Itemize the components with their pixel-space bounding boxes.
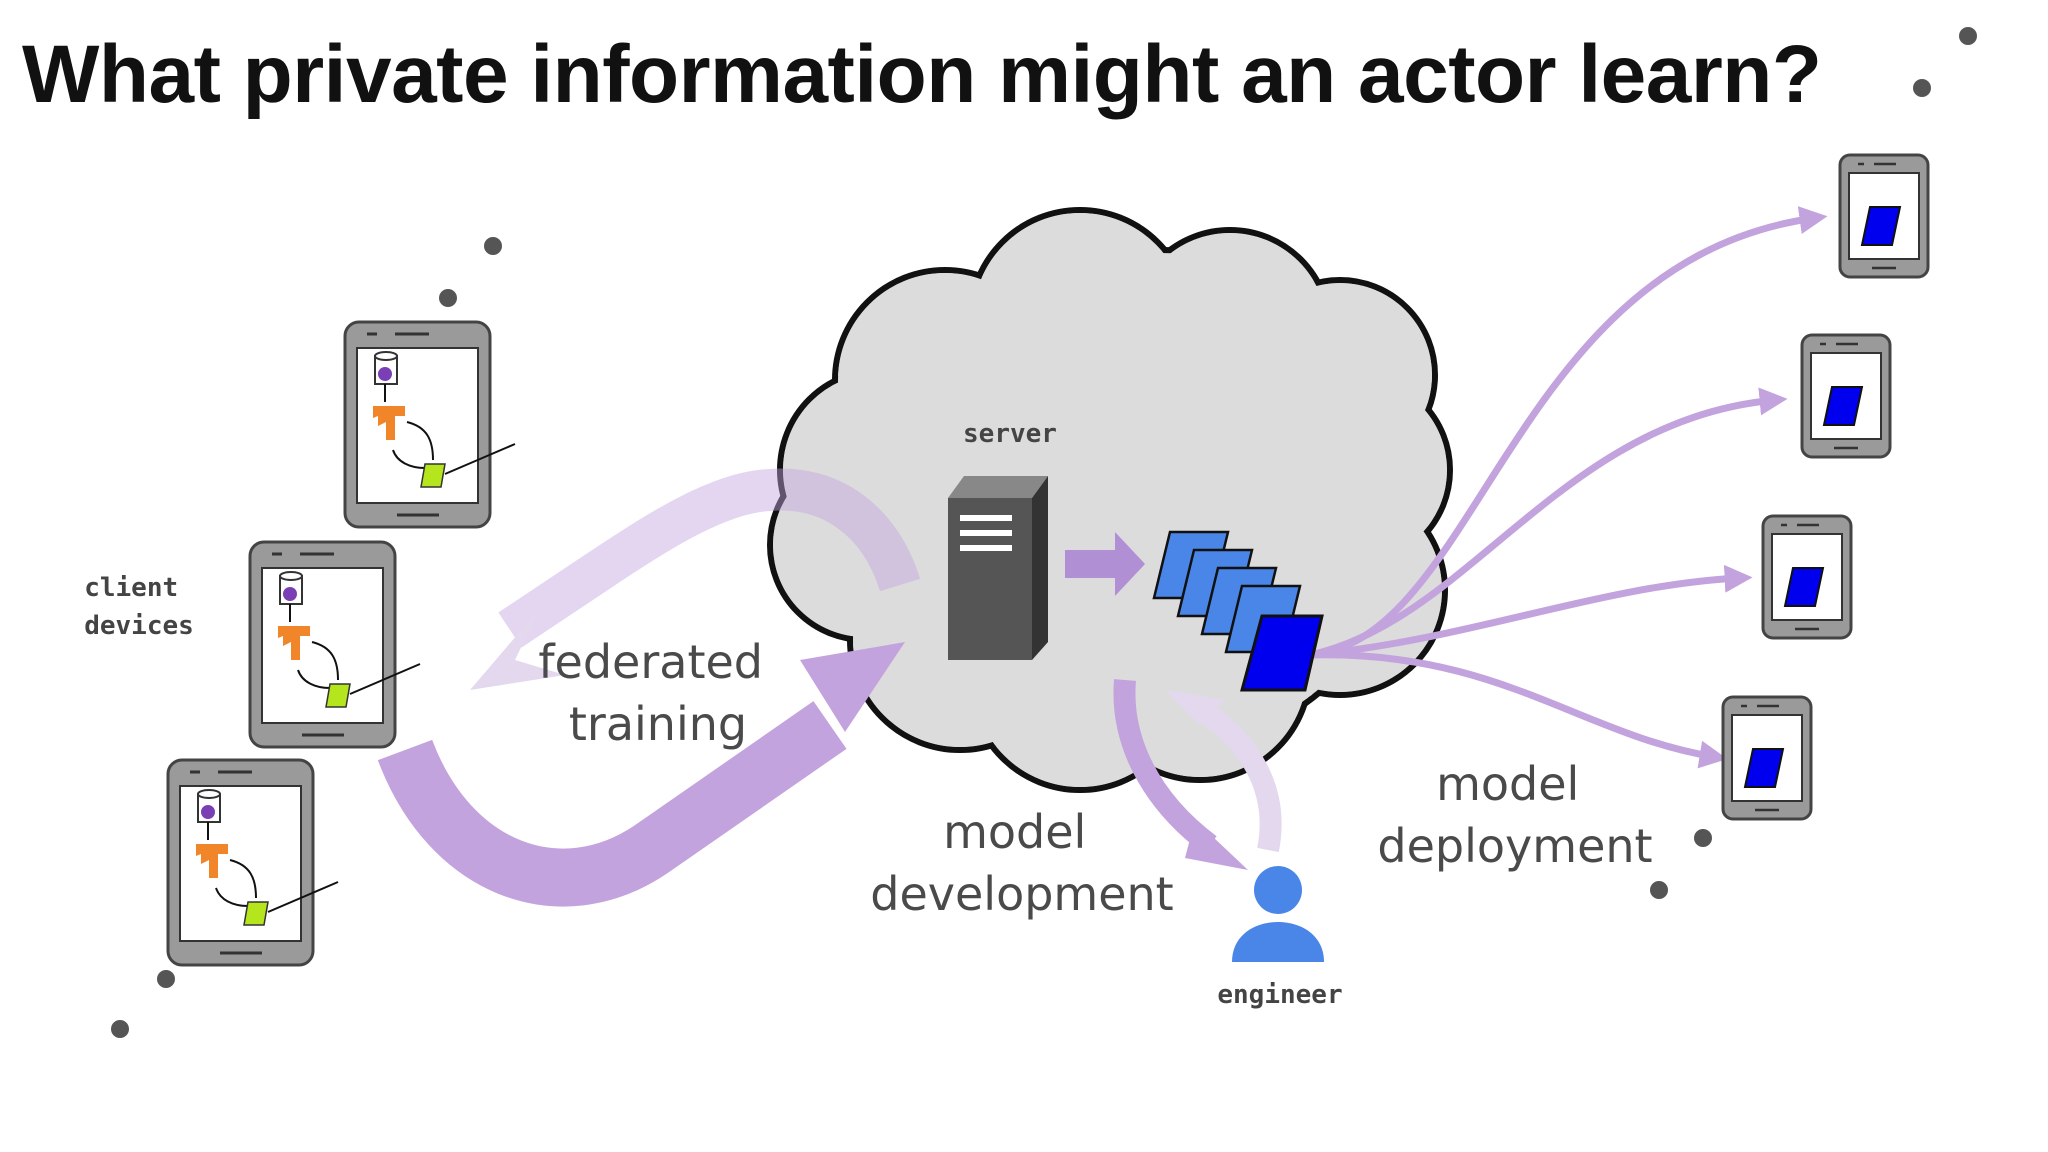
model-green-icon [325,683,351,708]
model-stack-icon [1152,530,1324,692]
engineer-icon [1232,866,1324,962]
deployed-device-4 [1721,695,1813,821]
model-green-icon [243,901,269,926]
server-label: server [963,419,1057,449]
model-development-label: model development [870,805,1173,921]
client-device-2 [248,540,421,749]
model-blue-icon [1783,567,1825,607]
slide-title: What private information might an actor … [22,29,1822,120]
model-deployment-label: model deployment [1377,757,1652,873]
model-deployment-arrows [1309,206,1828,769]
deployed-device-1 [1838,153,1930,279]
deployed-device-2 [1800,333,1892,459]
client-devices-label: client devices [84,573,194,641]
model-development-arrows [1113,679,1282,870]
download-arrow-light [498,468,921,648]
server-to-model-arrow [1065,532,1145,596]
download-arrowhead [470,608,565,690]
federated-training-label: federated training [538,635,777,751]
tensorflow-icon [278,626,310,660]
model-green-icon [420,463,446,488]
cloud [767,207,1453,793]
upload-arrowhead [800,642,905,732]
upload-arrow [377,701,847,907]
database-icon [279,571,303,605]
client-device-3 [166,758,339,967]
decorative-dots [111,27,1977,1038]
model-blue-icon [1743,748,1785,788]
model-blue-icon [1860,206,1902,246]
engineer-label: engineer [1217,980,1342,1010]
deployed-device-3 [1761,514,1853,640]
tensorflow-icon [373,406,405,440]
server-icon [948,476,1048,660]
federated-training-arrows [377,468,921,907]
database-icon [197,789,221,823]
model-blue-icon [1822,386,1864,426]
database-icon [374,351,398,385]
client-device-1 [343,320,516,529]
tensorflow-icon [196,844,228,878]
